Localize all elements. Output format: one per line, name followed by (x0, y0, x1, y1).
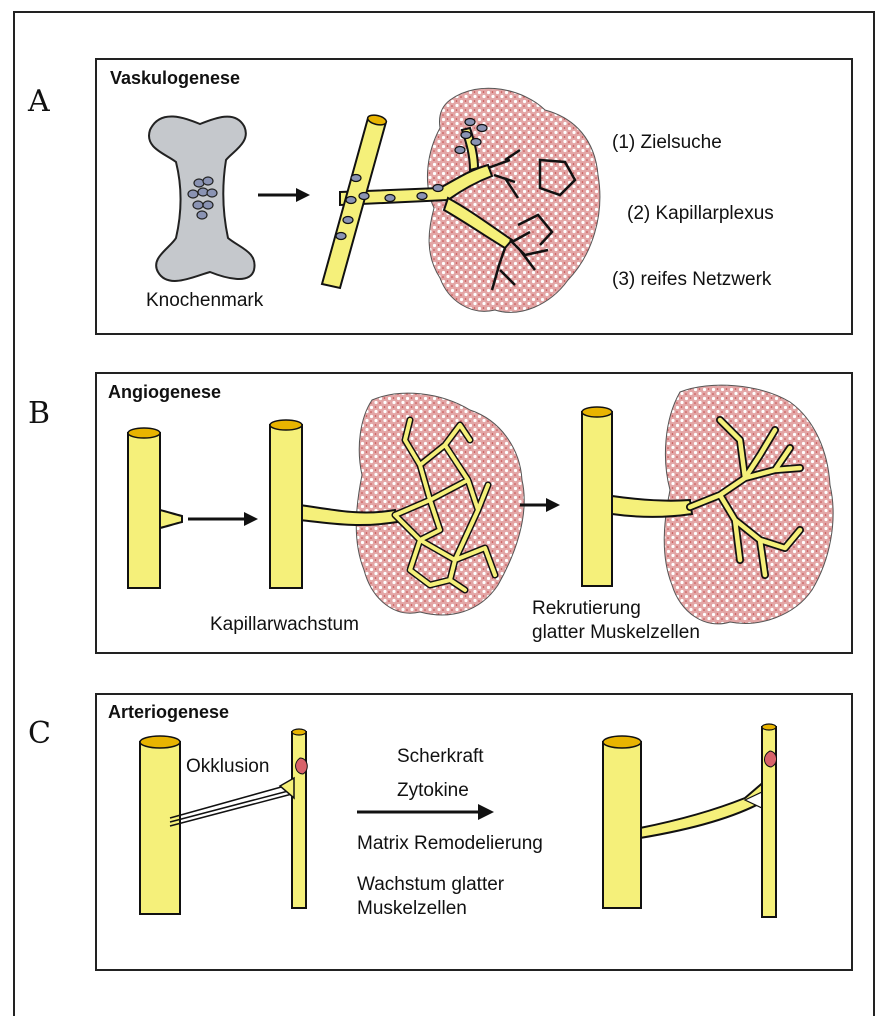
vessel-b1 (128, 428, 182, 588)
panel-letter-c: C (28, 716, 51, 751)
panel-title-a: Vaskulogenese (110, 68, 240, 89)
panel-title-c: Arteriogenese (108, 702, 229, 723)
vessels-c-after (603, 724, 777, 917)
factor-muscle-growth-line1: Wachstum glatter (357, 874, 504, 897)
arrow-b1 (188, 512, 258, 526)
arrow-a (258, 188, 310, 202)
arrow-b2 (520, 498, 560, 512)
step-1-label: (1) Zielsuche (612, 132, 722, 155)
recruitment-label-line1: Rekrutierung (532, 598, 641, 621)
step-2-label: (2) Kapillarplexus (627, 203, 774, 226)
factor-muscle-growth-line2: Muskelzellen (357, 898, 467, 921)
factor-shear-force: Scherkraft (397, 746, 484, 769)
recruitment-label-line2: glatter Muskelzellen (532, 622, 700, 645)
factor-cytokines: Zytokine (397, 780, 469, 803)
panel-letter-a: A (28, 84, 50, 119)
arrow-c (357, 804, 494, 820)
bone-marrow-shape (149, 116, 255, 281)
capillary-growth-label: Kapillarwachstum (210, 614, 359, 637)
factor-matrix-remodeling: Matrix Remodelierung (357, 833, 543, 856)
panel-letter-b: B (28, 396, 50, 431)
panel-title-b: Angiogenese (108, 382, 221, 403)
occlusion-label: Okklusion (186, 756, 269, 779)
step-3-label: (3) reifes Netzwerk (612, 269, 771, 292)
bone-marrow-label: Knochenmark (146, 290, 263, 313)
